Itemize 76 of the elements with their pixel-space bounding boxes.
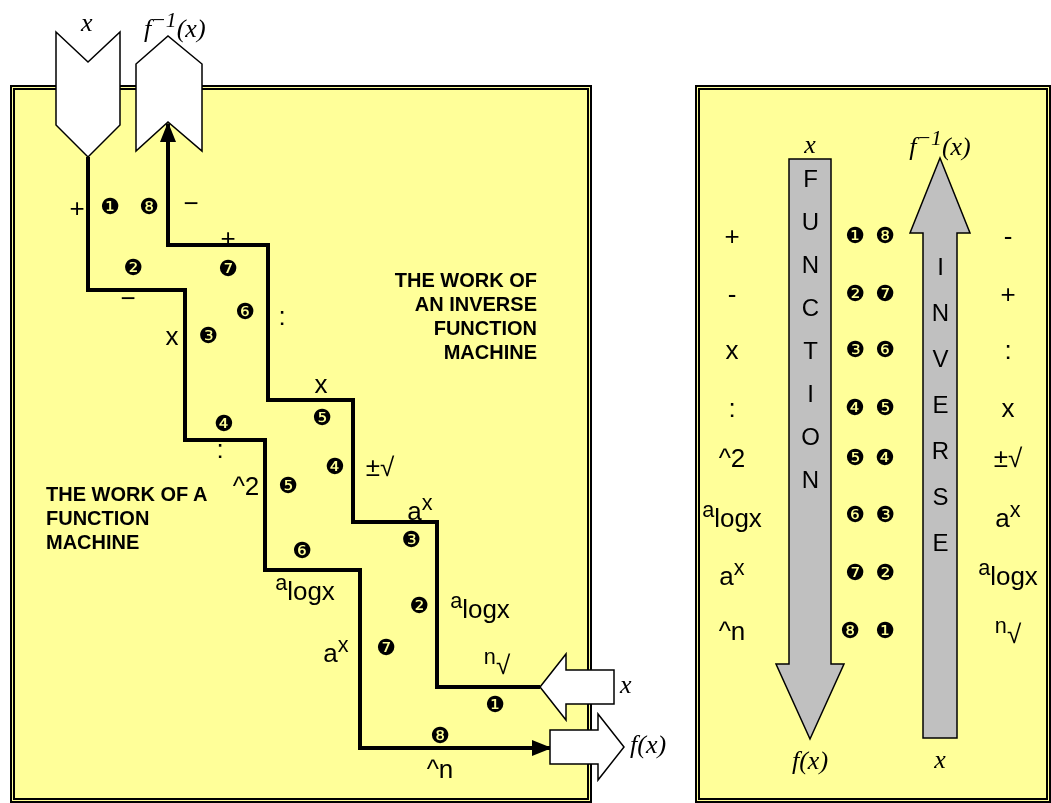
step-number: ❸ [401, 529, 421, 551]
input-label: f$^{−1}$(x) [144, 8, 206, 44]
operation-symbol: + [69, 195, 85, 221]
operation-symbol: x [314, 371, 328, 397]
operation-symbol: ±√ [993, 445, 1023, 471]
output-label: f(x) [630, 730, 667, 760]
step-number: ❶ [875, 620, 895, 642]
operation-symbol: ^2 [232, 473, 260, 499]
step-number: ❽ [875, 225, 895, 247]
staircase-arrow [160, 122, 540, 689]
step-number: ❶ [485, 694, 505, 716]
step-number: ❹ [214, 413, 234, 435]
operation-symbol: ^n [426, 756, 454, 782]
step-number: ❼ [875, 283, 895, 305]
operation-symbol: $^{a}$logx [450, 590, 510, 622]
step-number: ❻ [875, 339, 895, 361]
step-number: ❻ [292, 540, 312, 562]
operation-symbol: x [1001, 395, 1015, 421]
step-number: ❻ [235, 301, 255, 323]
step-number: ❺ [278, 475, 298, 497]
operation-symbol: : [1004, 337, 1012, 363]
operation-symbol: a$^{x}$ [323, 634, 349, 666]
operation-symbol: $^{n}$√ [994, 615, 1022, 647]
operation-symbol: : [728, 395, 736, 421]
operation-symbol: : [278, 303, 286, 329]
operation-symbol: ^n [718, 618, 746, 644]
operation-symbol: a$^{x}$ [407, 492, 433, 524]
step-number: ❼ [845, 562, 865, 584]
arrow-caption: x [804, 132, 816, 158]
operation-symbol: − [120, 285, 136, 311]
step-number: ❶ [845, 225, 865, 247]
operation-symbol: ^2 [718, 445, 746, 471]
operation-symbol: − [183, 190, 199, 216]
operation-symbol: x [725, 337, 739, 363]
operation-symbol: ±√ [365, 454, 395, 480]
step-number: ❼ [218, 258, 238, 280]
step-number: ❻ [845, 504, 865, 526]
operation-symbol: x [165, 323, 179, 349]
operation-symbol: $^{a}$logx [702, 499, 762, 531]
vertical-word: INVERSE [926, 253, 954, 575]
panel-heading: THE WORK OF A FUNCTION MACHINE [46, 482, 208, 554]
operation-symbol: $^{n}$√ [483, 646, 511, 678]
step-number: ❹ [845, 397, 865, 419]
output-label: x [620, 670, 632, 700]
step-number: ❽ [840, 620, 860, 642]
step-number: ❸ [875, 504, 895, 526]
step-number: ❸ [198, 325, 218, 347]
input-label: x [81, 8, 93, 38]
operation-symbol: + [1000, 281, 1016, 307]
operation-symbol: $^{a}$logx [978, 557, 1038, 589]
operation-symbol: - [727, 281, 737, 307]
step-number: ❽ [139, 196, 159, 218]
arrow-caption: x [934, 747, 946, 773]
step-number: ❸ [845, 339, 865, 361]
step-number: ❷ [409, 595, 429, 617]
operation-symbol: - [1003, 223, 1013, 249]
operation-symbol: + [724, 223, 740, 249]
panel-heading: THE WORK OF AN INVERSE FUNCTION MACHINE [393, 268, 537, 364]
vertical-word: FUNCTION [796, 165, 824, 509]
step-number: ❶ [100, 196, 120, 218]
step-number: ❹ [325, 456, 345, 478]
step-number: ❷ [845, 283, 865, 305]
operation-symbol: a$^{x}$ [719, 557, 745, 589]
step-number: ❺ [312, 407, 332, 429]
step-number: ❹ [875, 447, 895, 469]
step-number: ❷ [875, 562, 895, 584]
arrow-caption: f(x) [791, 748, 829, 774]
step-number: ❷ [123, 257, 143, 279]
operation-symbol: a$^{x}$ [995, 499, 1021, 531]
operation-symbol: $^{a}$logx [275, 572, 335, 604]
step-number: ❺ [875, 397, 895, 419]
step-number: ❼ [376, 637, 396, 659]
arrow-caption: f$^{−1}$(x) [909, 128, 971, 160]
step-number: ❺ [845, 447, 865, 469]
step-number: ❽ [430, 725, 450, 747]
operation-symbol: : [216, 436, 224, 462]
